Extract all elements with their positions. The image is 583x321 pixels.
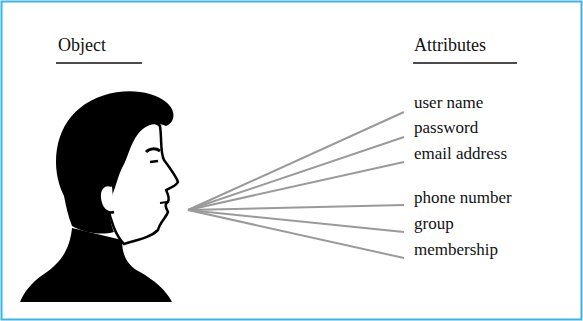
column-heading: Attributes — [414, 36, 486, 54]
person-silhouette — [20, 91, 178, 302]
leader-line — [188, 210, 404, 258]
attribute-label: user name — [414, 94, 483, 111]
leader-lines — [188, 112, 404, 258]
attribute-label: password — [414, 119, 478, 136]
leader-line — [188, 137, 404, 210]
heading-underline — [413, 62, 517, 64]
leader-line — [188, 205, 404, 210]
leader-line — [188, 112, 404, 210]
heading-underline — [56, 62, 142, 64]
attribute-label: group — [414, 215, 454, 232]
attribute-label: email address — [414, 145, 507, 162]
column-heading: Object — [58, 36, 106, 54]
attribute-label: phone number — [414, 189, 512, 206]
attribute-label: membership — [414, 241, 498, 258]
leader-line — [188, 162, 404, 210]
leader-line — [188, 210, 404, 232]
